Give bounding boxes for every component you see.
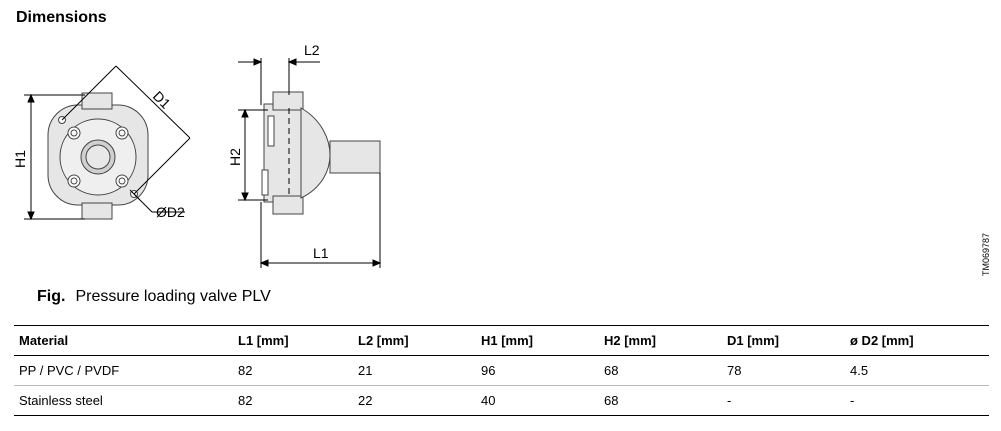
table-row: PP / PVC / PVDF 82 21 96 68 78 4.5 xyxy=(14,355,989,386)
table-header-row: Material L1 [mm] L2 [mm] H1 [mm] H2 [mm]… xyxy=(14,325,989,356)
side-view xyxy=(238,58,382,268)
caption-text: Pressure loading valve PLV xyxy=(75,288,271,305)
label-l2: L2 xyxy=(304,42,320,58)
table-cell: PP / PVC / PVDF xyxy=(14,355,233,386)
label-d1: D1 xyxy=(150,88,174,112)
section-title: Dimensions xyxy=(16,9,107,26)
table-cell: - xyxy=(722,385,845,416)
table-cell: 40 xyxy=(476,385,599,416)
table-cell: 82 xyxy=(233,385,353,416)
table-cell: 78 xyxy=(722,355,845,386)
drawing-id: TM069787 xyxy=(981,233,991,276)
table-row: Stainless steel 82 22 40 68 - - xyxy=(14,385,989,416)
col-header: D1 [mm] xyxy=(722,325,845,356)
table-cell: 82 xyxy=(233,355,353,386)
table-cell: 68 xyxy=(599,385,722,416)
table-cell: 96 xyxy=(476,355,599,386)
table-cell: 68 xyxy=(599,355,722,386)
label-l1: L1 xyxy=(313,245,329,261)
table-cell: Stainless steel xyxy=(14,385,233,416)
table-cell: 21 xyxy=(353,355,476,386)
technical-drawing: D1 H1 ØD2 L2 H2 L1 xyxy=(12,42,382,268)
table-cell: 22 xyxy=(353,385,476,416)
label-h1: H1 xyxy=(12,150,28,168)
table-cell: - xyxy=(845,385,989,416)
col-header: L2 [mm] xyxy=(353,325,476,356)
label-h2: H2 xyxy=(227,148,243,166)
dimensions-table: Material L1 [mm] L2 [mm] H1 [mm] H2 [mm]… xyxy=(14,325,989,416)
label-d2: ØD2 xyxy=(156,204,185,220)
col-header: L1 [mm] xyxy=(233,325,353,356)
figure-caption: Fig. Pressure loading valve PLV xyxy=(37,288,271,306)
col-header: H2 [mm] xyxy=(599,325,722,356)
front-view xyxy=(24,65,191,221)
col-header: ø D2 [mm] xyxy=(845,325,989,356)
col-header: Material xyxy=(14,325,233,356)
table-cell: 4.5 xyxy=(845,355,989,386)
svg-text:TM069787: TM069787 xyxy=(981,233,991,276)
col-header: H1 [mm] xyxy=(476,325,599,356)
caption-label: Fig. xyxy=(37,288,66,305)
